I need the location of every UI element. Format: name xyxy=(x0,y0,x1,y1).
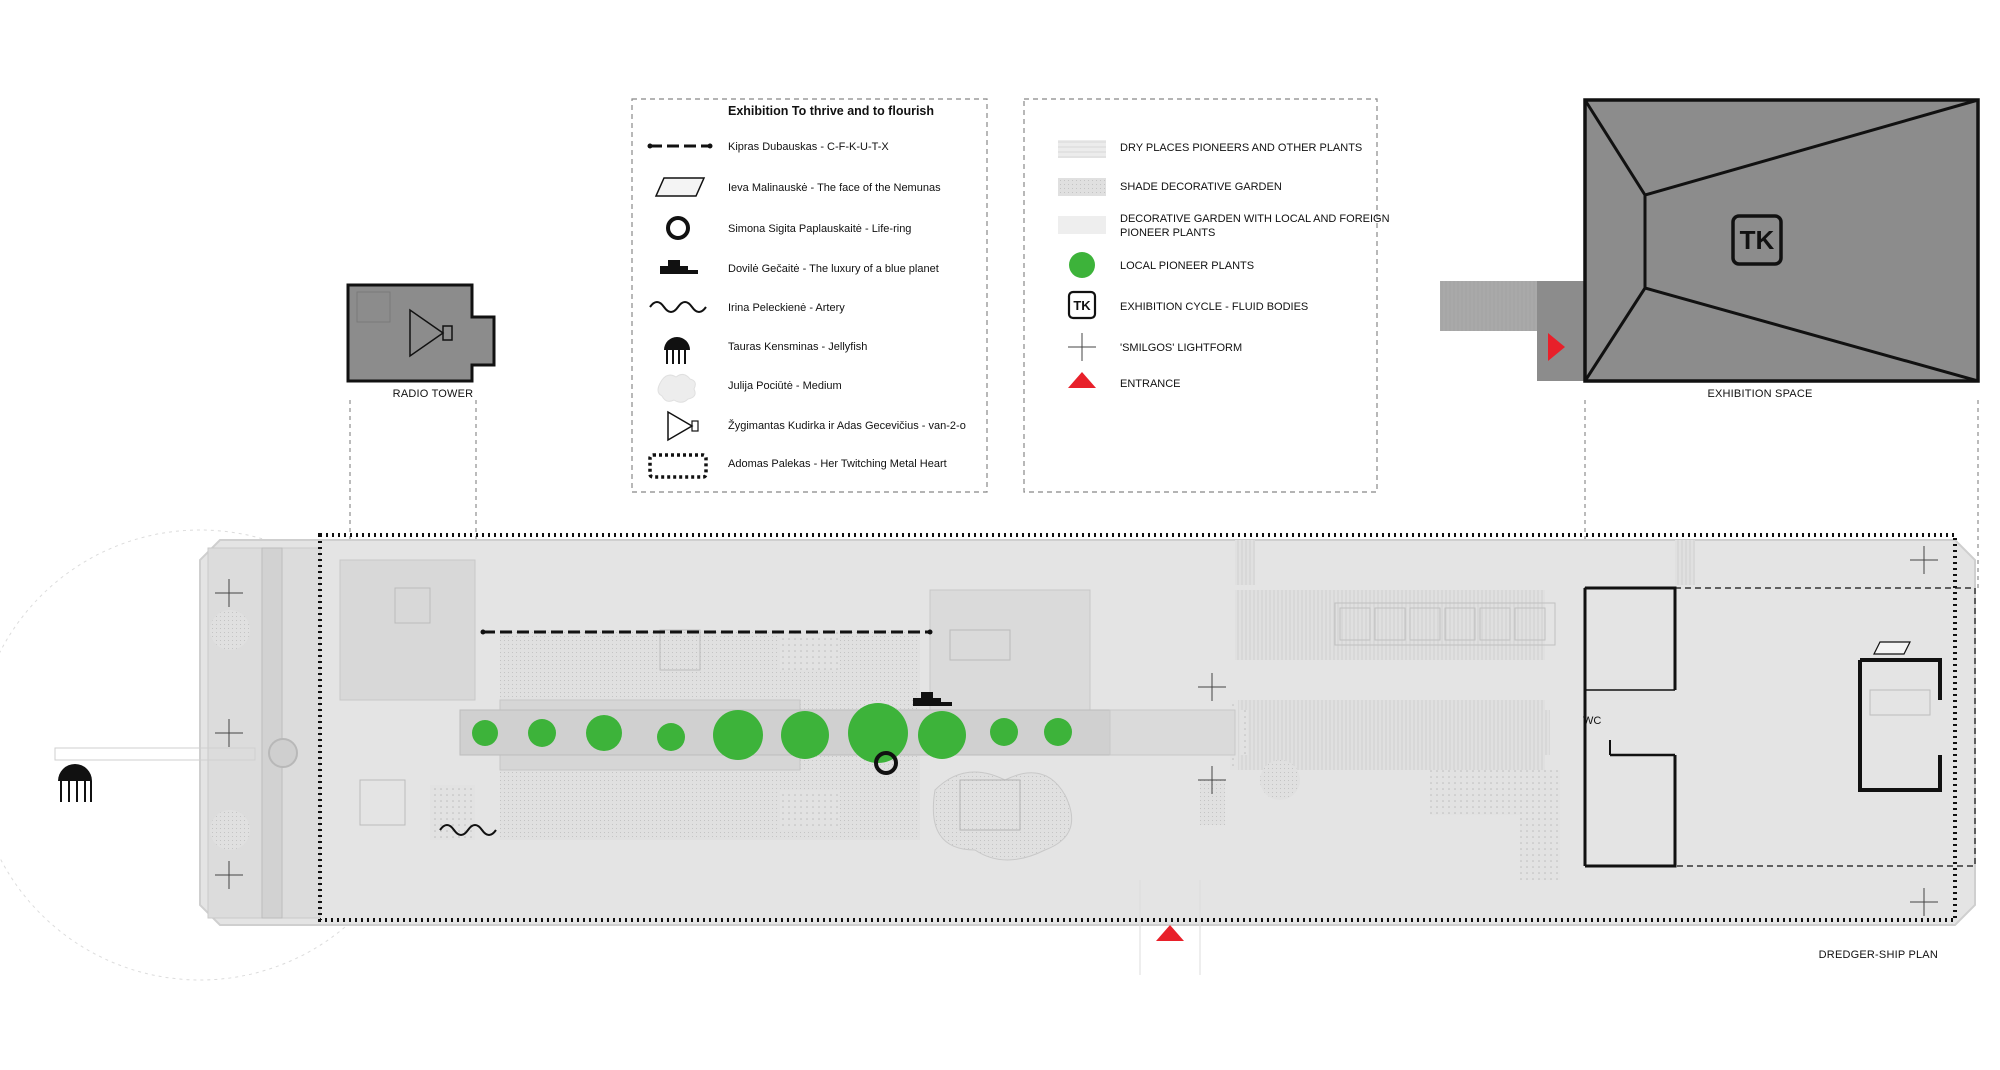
dredger-ship: WC xyxy=(0,529,1976,981)
lightform-cross-icon xyxy=(215,579,243,607)
blue-planet-blocks-icon xyxy=(913,692,952,706)
heart-boundary-icon xyxy=(648,453,708,479)
entrance xyxy=(1139,880,1201,975)
plant-circle xyxy=(528,719,556,747)
legend-site-item: SHADE DECORATIVE GARDEN xyxy=(1120,181,1282,193)
plant-circle xyxy=(781,711,829,759)
lightform-cross-icon xyxy=(1910,546,1938,574)
lightform-crosses xyxy=(215,546,1938,916)
legend-artwork-item: Simona Sigita Paplauskaitė - Life-ring xyxy=(728,223,911,235)
legend-site-item: ENTRANCE xyxy=(1120,378,1181,390)
jellyfish-icon xyxy=(664,337,690,364)
plant-circle xyxy=(713,710,763,760)
wc-label: WC xyxy=(1583,715,1601,727)
cfkutx-line xyxy=(480,629,933,635)
plant-circle xyxy=(586,715,622,751)
legend-site: TK DRY PLACES PIONEERS AND OTHER PLANTS … xyxy=(1023,98,1390,493)
face-of-nemunas-icon xyxy=(1873,641,1911,655)
plant-circle xyxy=(848,703,908,763)
lightform-cross-icon xyxy=(215,719,243,747)
lightform-cross-icon xyxy=(1910,888,1938,916)
decorative-garden-swatch xyxy=(1058,216,1106,234)
legend-site-item: DRY PLACES PIONEERS AND OTHER PLANTS xyxy=(1120,142,1362,154)
life-ring-icon xyxy=(874,751,898,775)
exhibition-boundary xyxy=(318,533,1957,922)
legend-site-item: LOCAL PIONEER PLANTS xyxy=(1120,260,1254,272)
life-ring-icon xyxy=(666,216,690,240)
radio-tower: RADIO TOWER xyxy=(346,283,496,580)
wave-icon xyxy=(649,301,707,313)
legend-artwork-item: Julija Pociūtė - Medium xyxy=(728,380,842,392)
plant-circle xyxy=(990,718,1018,746)
svg-text:TK: TK xyxy=(1073,298,1091,313)
speaker-icon xyxy=(409,308,445,358)
legend-artwork-item: Adomas Palekas - Her Twitching Metal Hea… xyxy=(728,458,947,470)
artery-wave-icon xyxy=(439,824,497,836)
lightform-cross-icon xyxy=(1198,673,1226,701)
plan-title: DREDGER-SHIP PLAN xyxy=(1819,949,1938,961)
medium-blob-icon xyxy=(657,373,696,403)
legend-site-item: DECORATIVE GARDEN WITH LOCAL AND FOREIGN xyxy=(1120,213,1390,225)
tk-badge: TK xyxy=(1731,214,1783,266)
legend-site-item: 'SMILGOS' LIGHTFORM xyxy=(1120,342,1242,354)
legend-artworks-title: Exhibition To thrive and to flourish xyxy=(728,104,934,118)
svg-text:TK: TK xyxy=(1740,225,1775,255)
dry-places-swatch xyxy=(1058,140,1106,158)
lightform-cross-icon xyxy=(215,861,243,889)
exhibition-space: TK EXHIBITION SPACE xyxy=(1440,98,1980,590)
exhibition-space-label: EXHIBITION SPACE xyxy=(1707,388,1812,400)
entrance-arrow-right-icon xyxy=(1548,333,1565,361)
legend-artwork-item: Dovilė Gečaitė - The luxury of a blue pl… xyxy=(728,263,939,275)
jellyfish-icon xyxy=(58,764,92,802)
green-plant-icon xyxy=(1069,252,1095,278)
legend-site-item: EXHIBITION CYCLE - FLUID BODIES xyxy=(1120,301,1308,313)
legend-artworks: Exhibition To thrive and to flourish Kip… xyxy=(631,98,988,493)
entrance-triangle-icon xyxy=(1156,925,1184,941)
dash-line-icon xyxy=(647,143,713,149)
legend-artwork-item: Irina Peleckienė - Artery xyxy=(728,302,845,314)
blue-planet-blocks-icon xyxy=(660,260,698,274)
legend-artwork-item: Kipras Dubauskas - C-F-K-U-T-X xyxy=(728,141,889,153)
lightform-cross-icon xyxy=(1068,333,1096,361)
wc-room: WC xyxy=(1583,586,1677,868)
legend-site-item: PIONEER PLANTS xyxy=(1120,227,1215,239)
entrance-triangle-icon xyxy=(1068,372,1096,388)
tk-icon: TK xyxy=(1067,290,1097,320)
plant-circle xyxy=(1044,718,1072,746)
legend-artwork-item: Žygimantas Kudirka ir Adas Gecevičius - … xyxy=(728,419,966,432)
radio-tower-label: RADIO TOWER xyxy=(393,388,474,400)
legend-artwork-item: Tauras Kensminas - Jellyfish xyxy=(728,341,867,353)
legend-artwork-item: Ieva Malinauskė - The face of the Nemuna… xyxy=(728,182,941,194)
speaker-triangle-icon xyxy=(667,410,699,442)
shade-garden-swatch xyxy=(1058,178,1106,196)
cabin xyxy=(1858,641,1942,792)
local-pioneer-plants xyxy=(472,703,1072,763)
plant-circle xyxy=(918,711,966,759)
lightform-cross-icon xyxy=(1198,766,1226,794)
plant-circle xyxy=(472,720,498,746)
parallelogram-icon xyxy=(654,177,706,197)
plant-circle xyxy=(657,723,685,751)
